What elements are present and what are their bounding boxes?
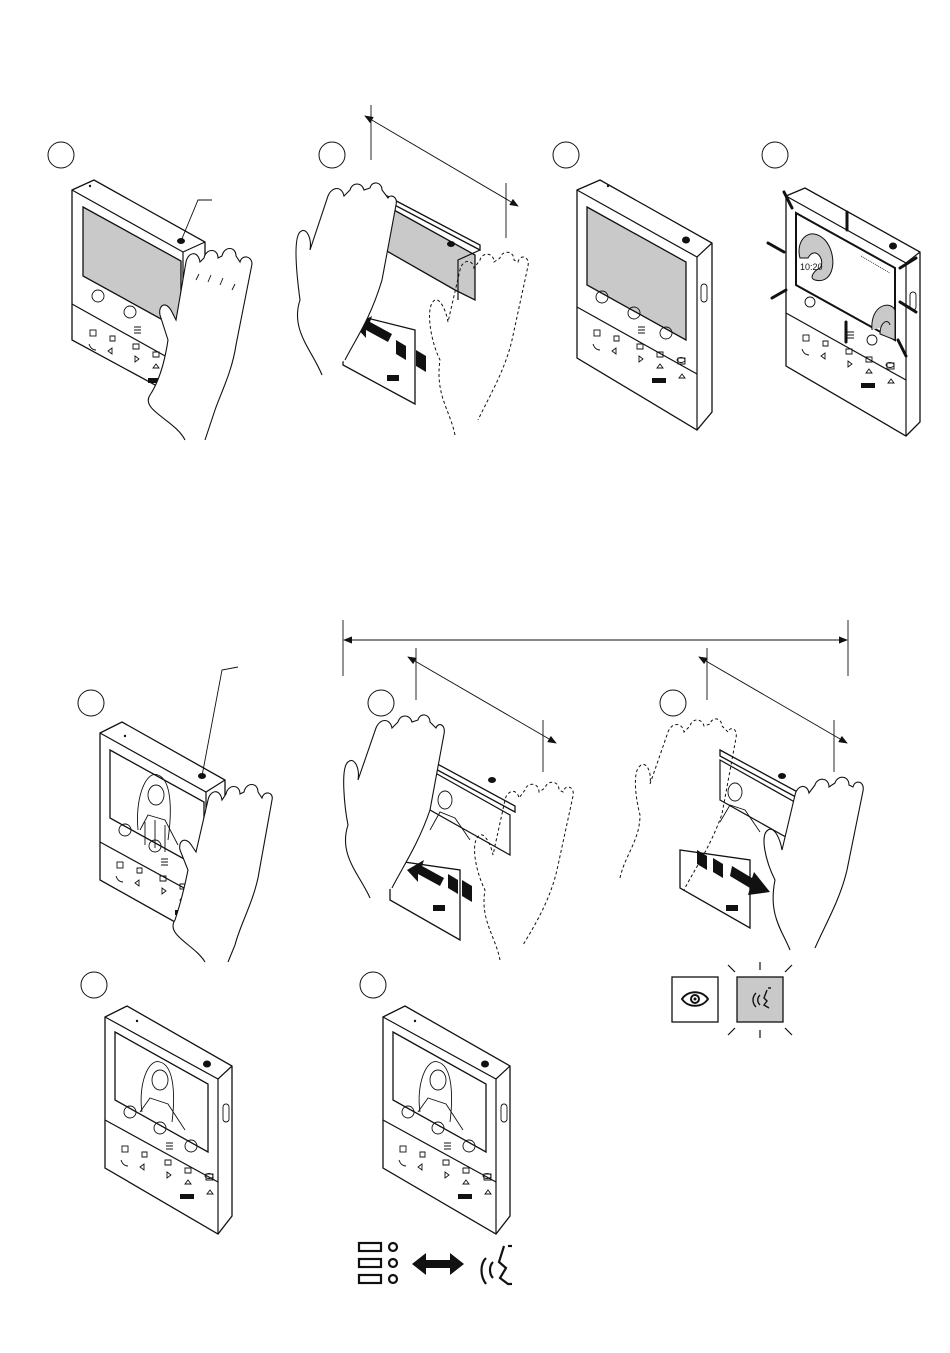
blink-rays [727,962,793,1038]
sensor [889,242,897,250]
panel-bottom-5 [357,971,512,1286]
hand-icon [343,714,445,899]
panel-bottom-3 [619,648,864,951]
person-image [719,782,761,833]
key-button [595,290,609,304]
step-marker [359,971,387,999]
panel-bottom-4 [80,971,233,1235]
key-button [91,289,105,303]
leader-line [201,666,239,777]
person-image [137,774,179,852]
step-marker [318,141,346,169]
menu-list-icon [357,1241,399,1285]
ghost-hand-icon [429,251,529,436]
arrow-left-icon [407,860,444,886]
screen [114,1030,209,1154]
speaking-icon-box [736,976,784,1023]
speaking-head-icon [480,1244,512,1286]
hand-icon [147,247,253,441]
person-image [417,1061,464,1131]
hand-icon [172,783,273,963]
dimension-line-total [342,620,849,676]
clock-text: 10:20 [800,262,823,272]
ghost-hand-icon [474,781,574,961]
intercom-device [104,1005,233,1235]
intercom-device [342,193,481,406]
step-marker [367,689,395,717]
hand-icon [295,182,397,376]
mode-indicators [671,962,793,1038]
dimension-line [364,105,519,238]
panel-top-4: 10:20 [761,141,921,437]
dimension-line [698,648,848,772]
step-marker [659,689,687,717]
dimension-line [407,648,557,772]
panel-bottom-2 [343,648,574,961]
side-slot [700,283,708,303]
intercom-device [576,179,713,431]
step-marker [80,971,108,999]
swipe-left-arrow [407,860,472,911]
panel-top-1 [47,141,253,441]
blink-rays [766,190,918,358]
swipe-right-arrow [697,850,770,911]
sensor [447,241,455,247]
leader-line [180,199,212,242]
panel-bottom-1 [77,666,273,963]
double-arrow-icon [412,1253,464,1275]
screen [586,205,687,342]
hand-icon [763,776,864,951]
panel-top-2 [295,105,529,436]
intercom-device [382,1005,511,1235]
eye-icon [680,991,710,1007]
step-marker [761,141,789,169]
call-button [627,306,641,320]
person-image [429,790,471,841]
sensor [682,236,690,244]
panel-top-3 [552,141,713,431]
mute-button [659,326,673,340]
step-marker [47,141,75,169]
clock-ring [798,233,834,281]
screen [392,1030,487,1154]
call-button [123,305,137,319]
step-marker [77,689,105,717]
ghost-hand-icon [619,718,737,891]
step-marker [552,141,580,169]
speaking-head-icon [752,987,771,1009]
intercom-device: 10:20 [785,187,921,437]
arrow-right-icon [730,866,770,895]
person-image [139,1061,186,1131]
